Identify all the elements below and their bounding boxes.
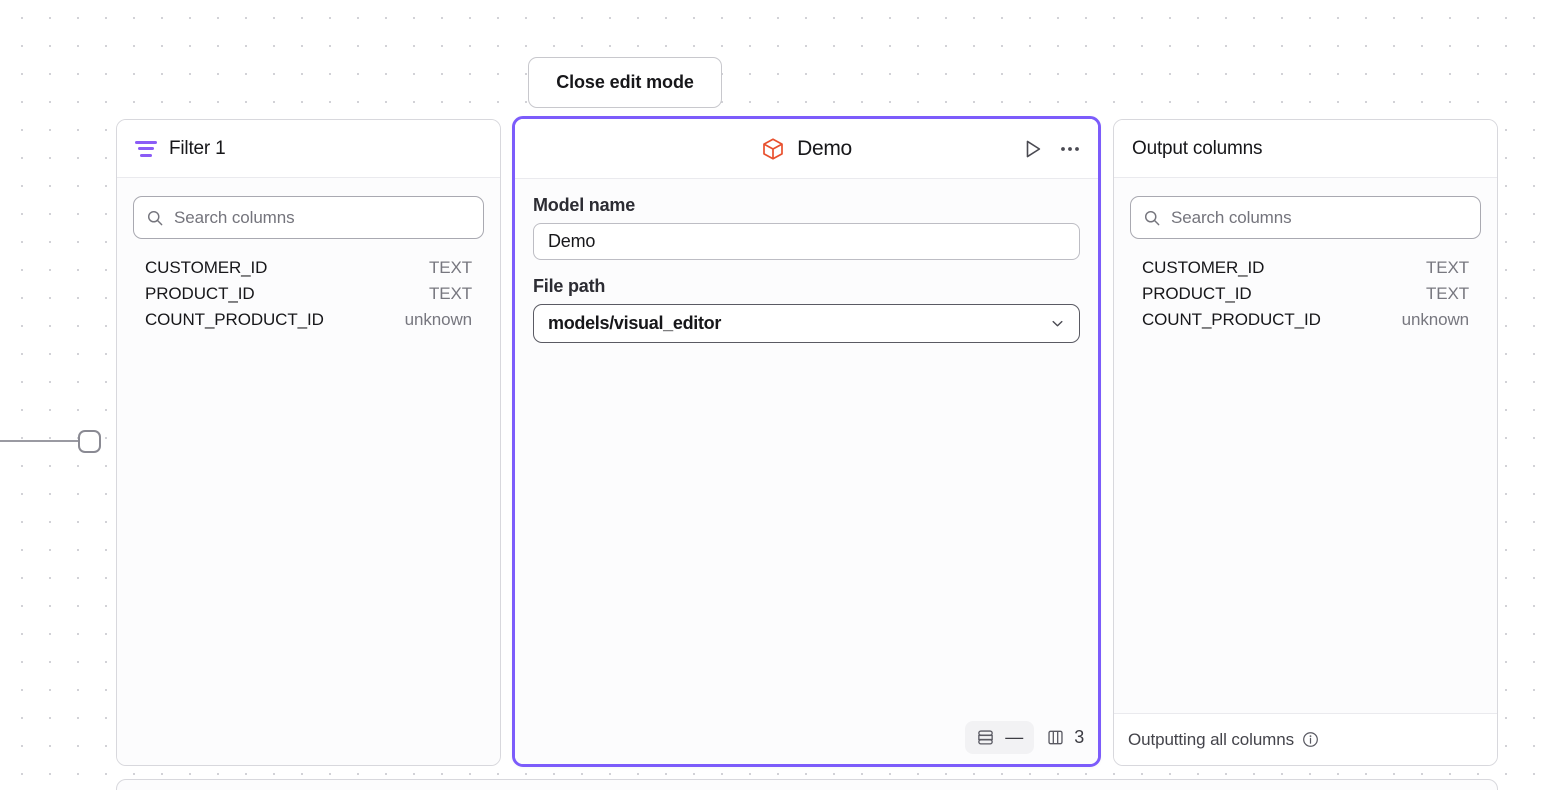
filter-column-list: CUSTOMER_ID TEXT PRODUCT_ID TEXT COUNT_P… bbox=[133, 255, 484, 333]
output-panel-title: Output columns bbox=[1132, 137, 1263, 159]
ellipsis-icon[interactable] bbox=[1058, 138, 1082, 160]
model-name-input[interactable]: Demo bbox=[533, 223, 1080, 260]
model-panel-header: Demo bbox=[515, 119, 1098, 179]
outputting-all-columns-label: Outputting all columns bbox=[1128, 729, 1294, 749]
list-item[interactable]: CUSTOMER_ID TEXT bbox=[133, 255, 484, 281]
output-search-input[interactable]: Search columns bbox=[1130, 196, 1481, 239]
filter-panel-title: Filter 1 bbox=[169, 137, 226, 159]
bottom-partial-panel[interactable] bbox=[116, 779, 1498, 790]
rows-icon bbox=[978, 730, 994, 745]
column-count-group[interactable]: 3 bbox=[1046, 727, 1084, 748]
column-type: TEXT bbox=[1425, 284, 1469, 303]
filter-panel-header: Filter 1 bbox=[117, 120, 500, 178]
model-name-label: Model name bbox=[533, 195, 636, 215]
list-item[interactable]: PRODUCT_ID TEXT bbox=[133, 281, 484, 307]
model-node-panel[interactable]: Demo Model name Demo File path models/vi… bbox=[512, 116, 1101, 767]
column-name: PRODUCT_ID bbox=[1142, 284, 1252, 303]
search-icon bbox=[147, 210, 163, 225]
column-name: COUNT_PRODUCT_ID bbox=[145, 310, 324, 329]
filter-icon bbox=[135, 140, 157, 158]
list-item[interactable]: CUSTOMER_ID TEXT bbox=[1130, 255, 1481, 281]
output-column-list: CUSTOMER_ID TEXT PRODUCT_ID TEXT COUNT_P… bbox=[1130, 255, 1481, 333]
filter-search-placeholder: Search columns bbox=[174, 207, 295, 227]
column-type: TEXT bbox=[428, 258, 472, 277]
output-columns-panel[interactable]: Output columns Search columns CUSTOMER_I… bbox=[1113, 119, 1498, 766]
column-count-value: 3 bbox=[1074, 727, 1084, 747]
output-panel-footer: Outputting all columns bbox=[1114, 713, 1497, 765]
column-type: TEXT bbox=[1425, 258, 1469, 277]
file-path-value: models/visual_editor bbox=[548, 313, 722, 333]
column-name: CUSTOMER_ID bbox=[145, 258, 268, 277]
cube-icon bbox=[763, 137, 783, 160]
list-item[interactable]: COUNT_PRODUCT_ID unknown bbox=[1130, 307, 1481, 333]
file-path-select[interactable]: models/visual_editor bbox=[533, 304, 1080, 343]
column-name: COUNT_PRODUCT_ID bbox=[1142, 310, 1321, 329]
list-item[interactable]: PRODUCT_ID TEXT bbox=[1130, 281, 1481, 307]
row-count-pill[interactable]: — bbox=[965, 721, 1035, 754]
row-count-value: — bbox=[1005, 727, 1024, 747]
filter-node-panel[interactable]: Filter 1 Search columns CUSTOMER_ID TEXT… bbox=[116, 119, 501, 766]
search-icon bbox=[1144, 210, 1160, 225]
column-type: unknown bbox=[404, 310, 472, 329]
column-name: PRODUCT_ID bbox=[145, 284, 255, 303]
model-panel-title: Demo bbox=[797, 136, 852, 160]
file-path-label: File path bbox=[533, 276, 606, 296]
column-name: CUSTOMER_ID bbox=[1142, 258, 1265, 277]
column-type: TEXT bbox=[428, 284, 472, 303]
columns-icon bbox=[1048, 730, 1063, 745]
filter-panel-body: Search columns CUSTOMER_ID TEXT PRODUCT_… bbox=[117, 178, 500, 765]
output-search-placeholder: Search columns bbox=[1171, 207, 1292, 227]
model-panel-body: Model name Demo File path models/visual_… bbox=[515, 179, 1098, 764]
close-edit-mode-button[interactable]: Close edit mode bbox=[528, 57, 722, 108]
play-icon[interactable] bbox=[1022, 138, 1044, 160]
list-item[interactable]: COUNT_PRODUCT_ID unknown bbox=[133, 307, 484, 333]
output-panel-body: Search columns CUSTOMER_ID TEXT PRODUCT_… bbox=[1114, 178, 1497, 713]
source-connector-handle[interactable] bbox=[78, 430, 101, 453]
output-panel-header: Output columns bbox=[1114, 120, 1497, 178]
column-type: unknown bbox=[1401, 310, 1469, 329]
model-stats: — 3 bbox=[965, 721, 1084, 754]
connection-edge bbox=[0, 440, 82, 442]
info-icon[interactable] bbox=[1302, 731, 1319, 748]
chevron-down-icon bbox=[1052, 320, 1063, 327]
filter-search-input[interactable]: Search columns bbox=[133, 196, 484, 239]
